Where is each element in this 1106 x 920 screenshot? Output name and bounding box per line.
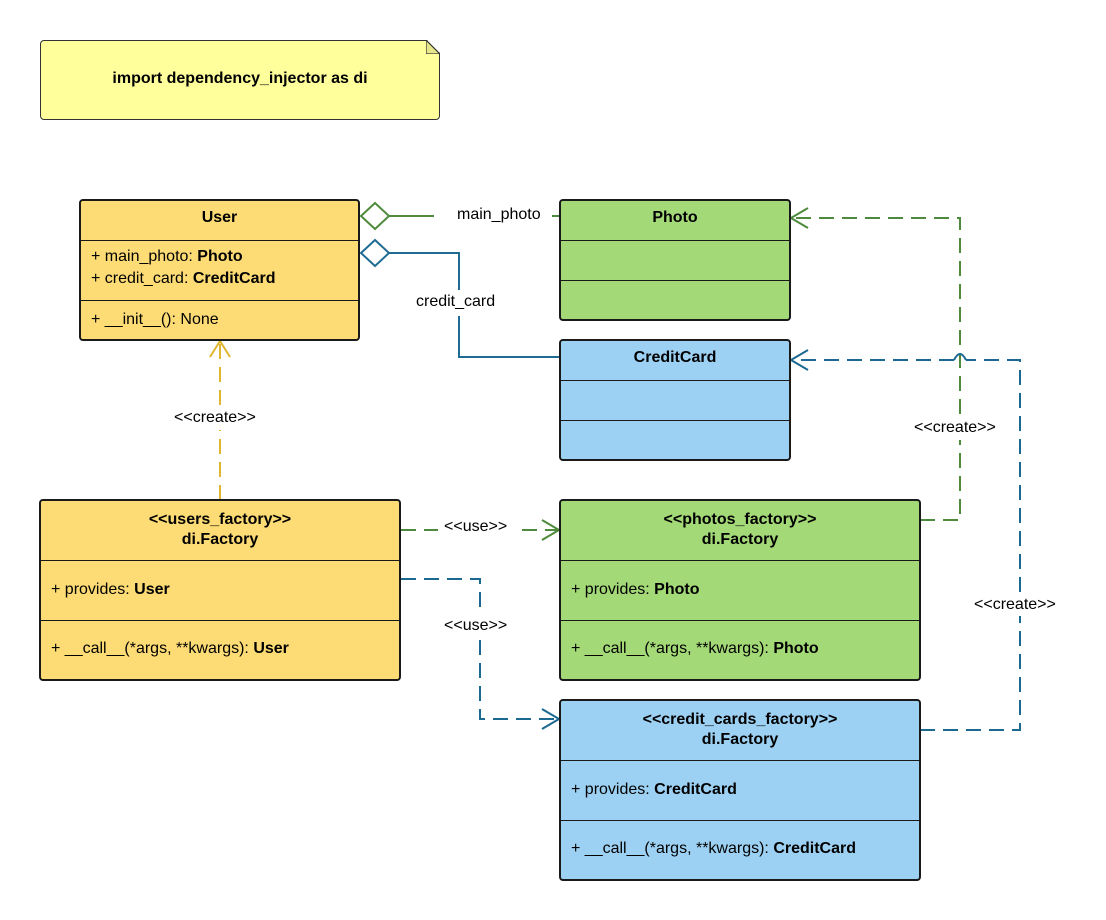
users-factory-attributes: + provides: User xyxy=(41,561,399,621)
credit-card-methods xyxy=(561,421,789,459)
photo-class-title: Photo xyxy=(652,209,698,226)
create-user-label: <<create>> xyxy=(174,409,256,427)
use-credit-cards-dependency xyxy=(401,578,561,730)
photos-factory-methods: + __call__(*args, **kwargs): Photo xyxy=(561,621,919,679)
photos-factory-title: di.Factory xyxy=(701,531,779,548)
note-fold-corner xyxy=(426,40,440,54)
user-class-title: User xyxy=(201,209,238,226)
users-factory-methods: + __call__(*args, **kwargs): User xyxy=(41,621,399,679)
credit-cards-factory-call: + __call__(*args, **kwargs): CreditCard xyxy=(571,840,856,857)
use-photos-label: <<use>> xyxy=(444,518,508,536)
user-attr-credit-card: + credit_card: CreditCard xyxy=(91,270,276,287)
photo-methods xyxy=(561,281,789,319)
photos-factory-call: + __call__(*args, **kwargs): Photo xyxy=(571,640,819,657)
photos-factory-attributes: + provides: Photo xyxy=(561,561,919,621)
photos-factory-provides: + provides: Photo xyxy=(571,581,700,598)
users-factory-call: + __call__(*args, **kwargs): User xyxy=(51,640,289,657)
credit-cards-factory-methods: + __call__(*args, **kwargs): CreditCard xyxy=(561,821,919,879)
main-photo-label: main_photo xyxy=(457,206,541,224)
user-class[interactable]: User + main_photo: Photo + credit_card: … xyxy=(79,199,360,341)
photos-factory-header: <<photos_factory>> di.Factory xyxy=(561,501,919,561)
users-factory-stereotype: <<users_factory>> xyxy=(148,511,292,528)
credit-card-class-header: CreditCard xyxy=(561,341,789,381)
users-factory-provides: + provides: User xyxy=(51,581,170,598)
user-attributes: + main_photo: Photo + credit_card: Credi… xyxy=(81,241,358,301)
users-factory-header: <<users_factory>> di.Factory xyxy=(41,501,399,561)
main-photo-aggregation-diamond xyxy=(359,201,391,231)
credit-cards-factory-class[interactable]: <<credit_cards_factory>> di.Factory + pr… xyxy=(559,699,921,881)
use-credit-cards-label: <<use>> xyxy=(444,617,508,635)
create-credit-card-dependency xyxy=(789,349,1021,731)
create-photo-label: <<create>> xyxy=(914,419,996,437)
credit-cards-factory-header: <<credit_cards_factory>> di.Factory xyxy=(561,701,919,761)
credit-cards-factory-provides: + provides: CreditCard xyxy=(571,781,737,798)
credit-cards-factory-stereotype: <<credit_cards_factory>> xyxy=(642,711,838,728)
photos-factory-class[interactable]: <<photos_factory>> di.Factory + provides… xyxy=(559,499,921,681)
credit-card-class[interactable]: CreditCard xyxy=(559,339,791,461)
main-photo-association xyxy=(359,201,560,231)
user-class-header: User xyxy=(81,201,358,241)
photos-factory-stereotype: <<photos_factory>> xyxy=(663,511,817,528)
credit-card-attributes xyxy=(561,381,789,421)
create-user-dependency xyxy=(209,339,231,500)
photo-attributes xyxy=(561,241,789,281)
credit-card-association xyxy=(359,238,560,358)
user-methods: + __init__(): None xyxy=(81,301,358,339)
create-photo-dependency xyxy=(789,207,961,521)
credit-cards-factory-title: di.Factory xyxy=(701,731,779,748)
note-text: import dependency_injector as di xyxy=(112,70,368,87)
users-factory-class[interactable]: <<users_factory>> di.Factory + provides:… xyxy=(39,499,401,681)
users-factory-title: di.Factory xyxy=(181,531,259,548)
photo-class[interactable]: Photo xyxy=(559,199,791,321)
credit-card-aggregation-diamond xyxy=(359,238,391,268)
credit-cards-factory-attributes: + provides: CreditCard xyxy=(561,761,919,821)
photo-class-header: Photo xyxy=(561,201,789,241)
user-attr-main-photo: + main_photo: Photo xyxy=(91,248,243,265)
import-note: import dependency_injector as di xyxy=(40,40,440,120)
credit-card-label: credit_card xyxy=(416,293,496,311)
create-credit-card-label: <<create>> xyxy=(974,596,1056,614)
credit-card-class-title: CreditCard xyxy=(633,349,717,366)
user-method-init: + __init__(): None xyxy=(91,311,219,328)
